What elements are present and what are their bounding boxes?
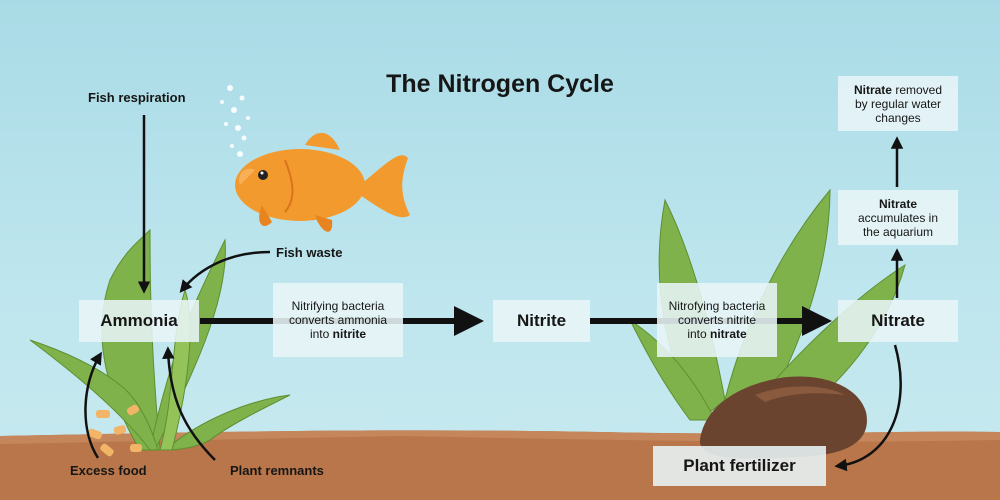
removed-line1-rest: removed xyxy=(892,83,942,97)
node-ammonia: Ammonia xyxy=(79,300,199,342)
process1-line3-bold: nitrite xyxy=(333,327,366,341)
label-plant-remnants: Plant remnants xyxy=(230,463,324,478)
process2-line3-pre: into xyxy=(687,327,710,341)
label-fish-respiration: Fish respiration xyxy=(88,90,186,105)
process-box-nitrite-to-nitrate: Nitrofying bacteria converts nitrite int… xyxy=(657,283,777,357)
removed-line3: changes xyxy=(854,111,942,125)
removed-nitrate-word: Nitrate xyxy=(854,83,892,97)
node-nitrate: Nitrate xyxy=(838,300,958,342)
arrow-fishwaste-ammonia xyxy=(182,252,270,290)
process1-line3-pre: into xyxy=(310,327,333,341)
node-nitrite: Nitrite xyxy=(493,300,590,342)
accumulates-line2: accumulates in xyxy=(858,211,938,225)
process2-line1: Nitrofying bacteria xyxy=(669,299,766,313)
node-plant-fertilizer: Plant fertilizer xyxy=(653,446,826,486)
box-nitrate-removed: Nitrate removed by regular water changes xyxy=(838,76,958,131)
accumulates-nitrate-word: Nitrate xyxy=(879,197,917,211)
accumulates-line3: the aquarium xyxy=(858,225,938,239)
process1-line3: into nitrite xyxy=(289,327,387,341)
accumulates-bold: Nitrate xyxy=(858,197,938,211)
removed-line2: by regular water xyxy=(854,97,942,111)
process-box-ammonia-to-nitrite: Nitrifying bacteria converts ammonia int… xyxy=(273,283,403,357)
process1-line1: Nitrifying bacteria xyxy=(289,299,387,313)
goldfish xyxy=(235,133,410,232)
process2-line2: converts nitrite xyxy=(669,313,766,327)
process2-line3-bold: nitrate xyxy=(710,327,747,341)
label-fish-waste: Fish waste xyxy=(276,245,342,260)
process1-line2: converts ammonia xyxy=(289,313,387,327)
box-nitrate-accumulates: Nitrate accumulates in the aquarium xyxy=(838,190,958,245)
process2-line3: into nitrate xyxy=(669,327,766,341)
label-excess-food: Excess food xyxy=(70,463,147,478)
removed-line1: Nitrate removed xyxy=(854,83,942,97)
